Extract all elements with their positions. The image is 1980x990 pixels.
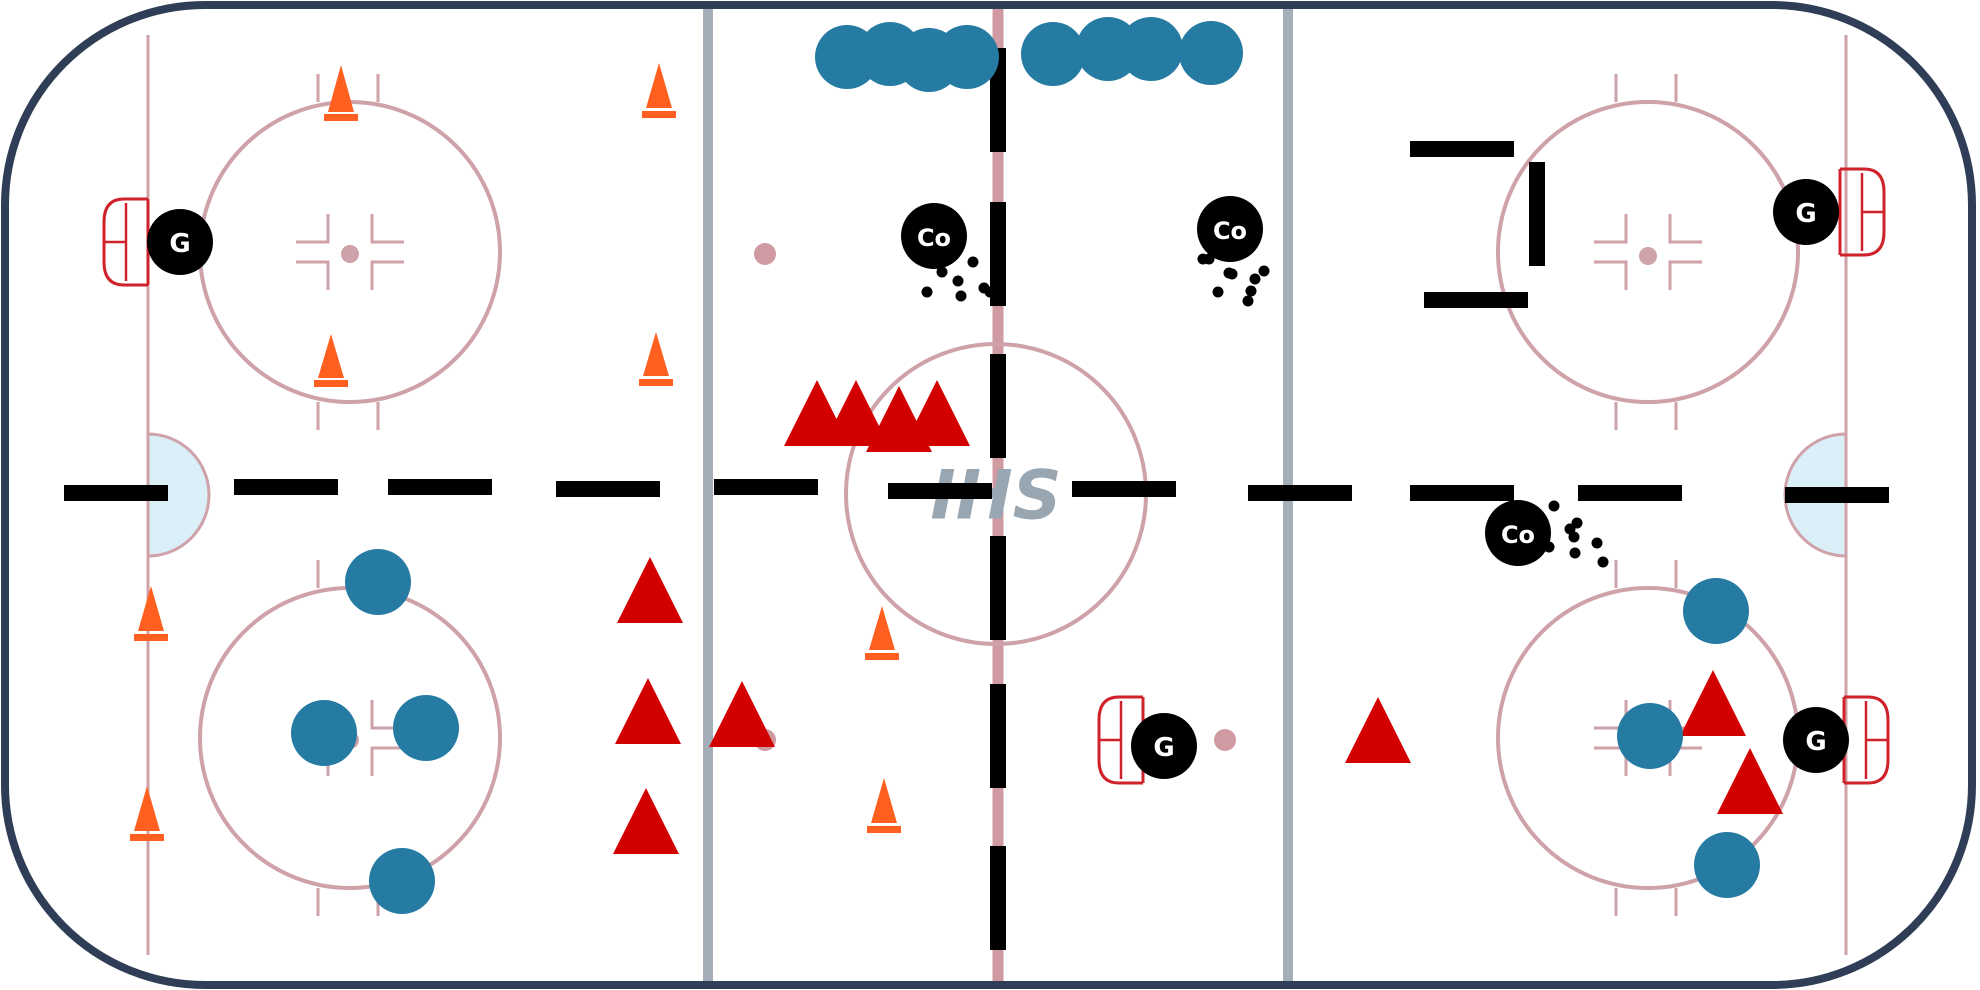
barrier-bar: [1248, 485, 1352, 501]
faceoff-circle-top-right: [1496, 74, 1800, 430]
cones: [130, 63, 901, 841]
cone-icon: [639, 332, 673, 386]
puck: [984, 286, 996, 298]
barrier-bar: [234, 479, 338, 495]
svg-text:G: G: [1795, 199, 1816, 229]
puck: [1597, 556, 1609, 568]
neutral-zone-dot: [754, 243, 776, 265]
svg-text:Co: Co: [917, 224, 951, 252]
goal-crease-left: [146, 432, 211, 558]
puck: [1242, 295, 1254, 307]
pucks: [921, 250, 1609, 568]
barrier-bar: [1785, 487, 1889, 503]
coaches: Co Co Co: [901, 196, 1551, 566]
barrier-bar: [990, 536, 1006, 640]
barrier-bar: [64, 485, 168, 501]
blue-player-icon: [345, 549, 411, 615]
barrier-bar: [990, 846, 1006, 950]
svg-text:G: G: [1153, 733, 1174, 763]
puck: [1591, 537, 1603, 549]
cone-icon: [134, 586, 168, 641]
goalie-marker-left: G: [147, 209, 213, 275]
svg-text:Co: Co: [1501, 521, 1535, 549]
puck: [1548, 500, 1560, 512]
blue-player-icon: [935, 25, 999, 89]
nets: [102, 167, 1890, 785]
puck: [936, 266, 948, 278]
cone-icon: [865, 606, 899, 660]
blue-player-icon: [1179, 21, 1243, 85]
barrier-bar: [990, 354, 1006, 458]
red-player-triangle-icon: [904, 380, 970, 446]
svg-text:Co: Co: [1213, 217, 1247, 245]
barrier-bar: [1424, 292, 1528, 308]
goalie-marker-center: G: [1131, 713, 1197, 779]
coach-marker: Co: [1197, 196, 1263, 262]
svg-text:G: G: [169, 229, 190, 259]
red-player-triangle-icon: [709, 681, 775, 747]
barrier-bar: [888, 483, 992, 499]
blue-player-icon: [1694, 832, 1760, 898]
cone-icon: [642, 63, 676, 118]
barrier-bar: [714, 479, 818, 495]
red-players: [613, 380, 1783, 854]
blue-player-icon: [291, 700, 357, 766]
puck: [955, 290, 967, 302]
blue-player-icon: [1119, 17, 1183, 81]
puck: [921, 286, 933, 298]
goalie-marker-bottom-right: G: [1783, 707, 1849, 773]
barrier-bar: [990, 202, 1006, 306]
goal-net-right: [1838, 167, 1886, 257]
blue-players: [291, 17, 1760, 914]
red-player-triangle-icon: [615, 678, 681, 744]
puck: [1568, 531, 1580, 543]
puck: [1258, 265, 1270, 277]
red-player-triangle-icon: [617, 557, 683, 623]
neutral-zone-dot: [1214, 729, 1236, 751]
puck: [1249, 273, 1261, 285]
puck: [952, 275, 964, 287]
blue-player-icon: [1021, 22, 1085, 86]
blue-player-icon: [1683, 578, 1749, 644]
barrier-bar: [1072, 481, 1176, 497]
puck: [967, 256, 979, 268]
puck: [1569, 547, 1581, 559]
barrier-bar: [1410, 141, 1514, 157]
puck: [1212, 286, 1224, 298]
red-player-triangle-icon: [1680, 670, 1746, 736]
puck: [1245, 285, 1257, 297]
cone-icon: [314, 334, 348, 387]
red-player-triangle-icon: [823, 380, 889, 446]
svg-text:G: G: [1805, 727, 1826, 757]
blue-player-icon: [393, 695, 459, 761]
red-player-triangle-icon: [1345, 697, 1411, 763]
red-player-triangle-icon: [1717, 748, 1783, 814]
blue-player-icon: [369, 848, 435, 914]
goalie-marker-right: G: [1773, 179, 1839, 245]
cone-icon: [130, 786, 164, 841]
puck: [1226, 268, 1238, 280]
goalies: G G G G: [147, 179, 1849, 779]
cone-icon: [867, 778, 901, 833]
barrier-bar: [1410, 485, 1514, 501]
barriers: [64, 48, 1889, 950]
cone-icon: [324, 65, 358, 121]
barrier-bar: [556, 481, 660, 497]
barrier-bar: [1578, 485, 1682, 501]
red-player-triangle-icon: [613, 788, 679, 854]
barrier-bar: [388, 479, 492, 495]
coach-marker: Co: [1485, 500, 1551, 566]
barrier-bar: [990, 684, 1006, 788]
coach-marker: Co: [901, 203, 967, 269]
barrier-bar: [1529, 162, 1545, 266]
blue-player-icon: [1617, 703, 1683, 769]
